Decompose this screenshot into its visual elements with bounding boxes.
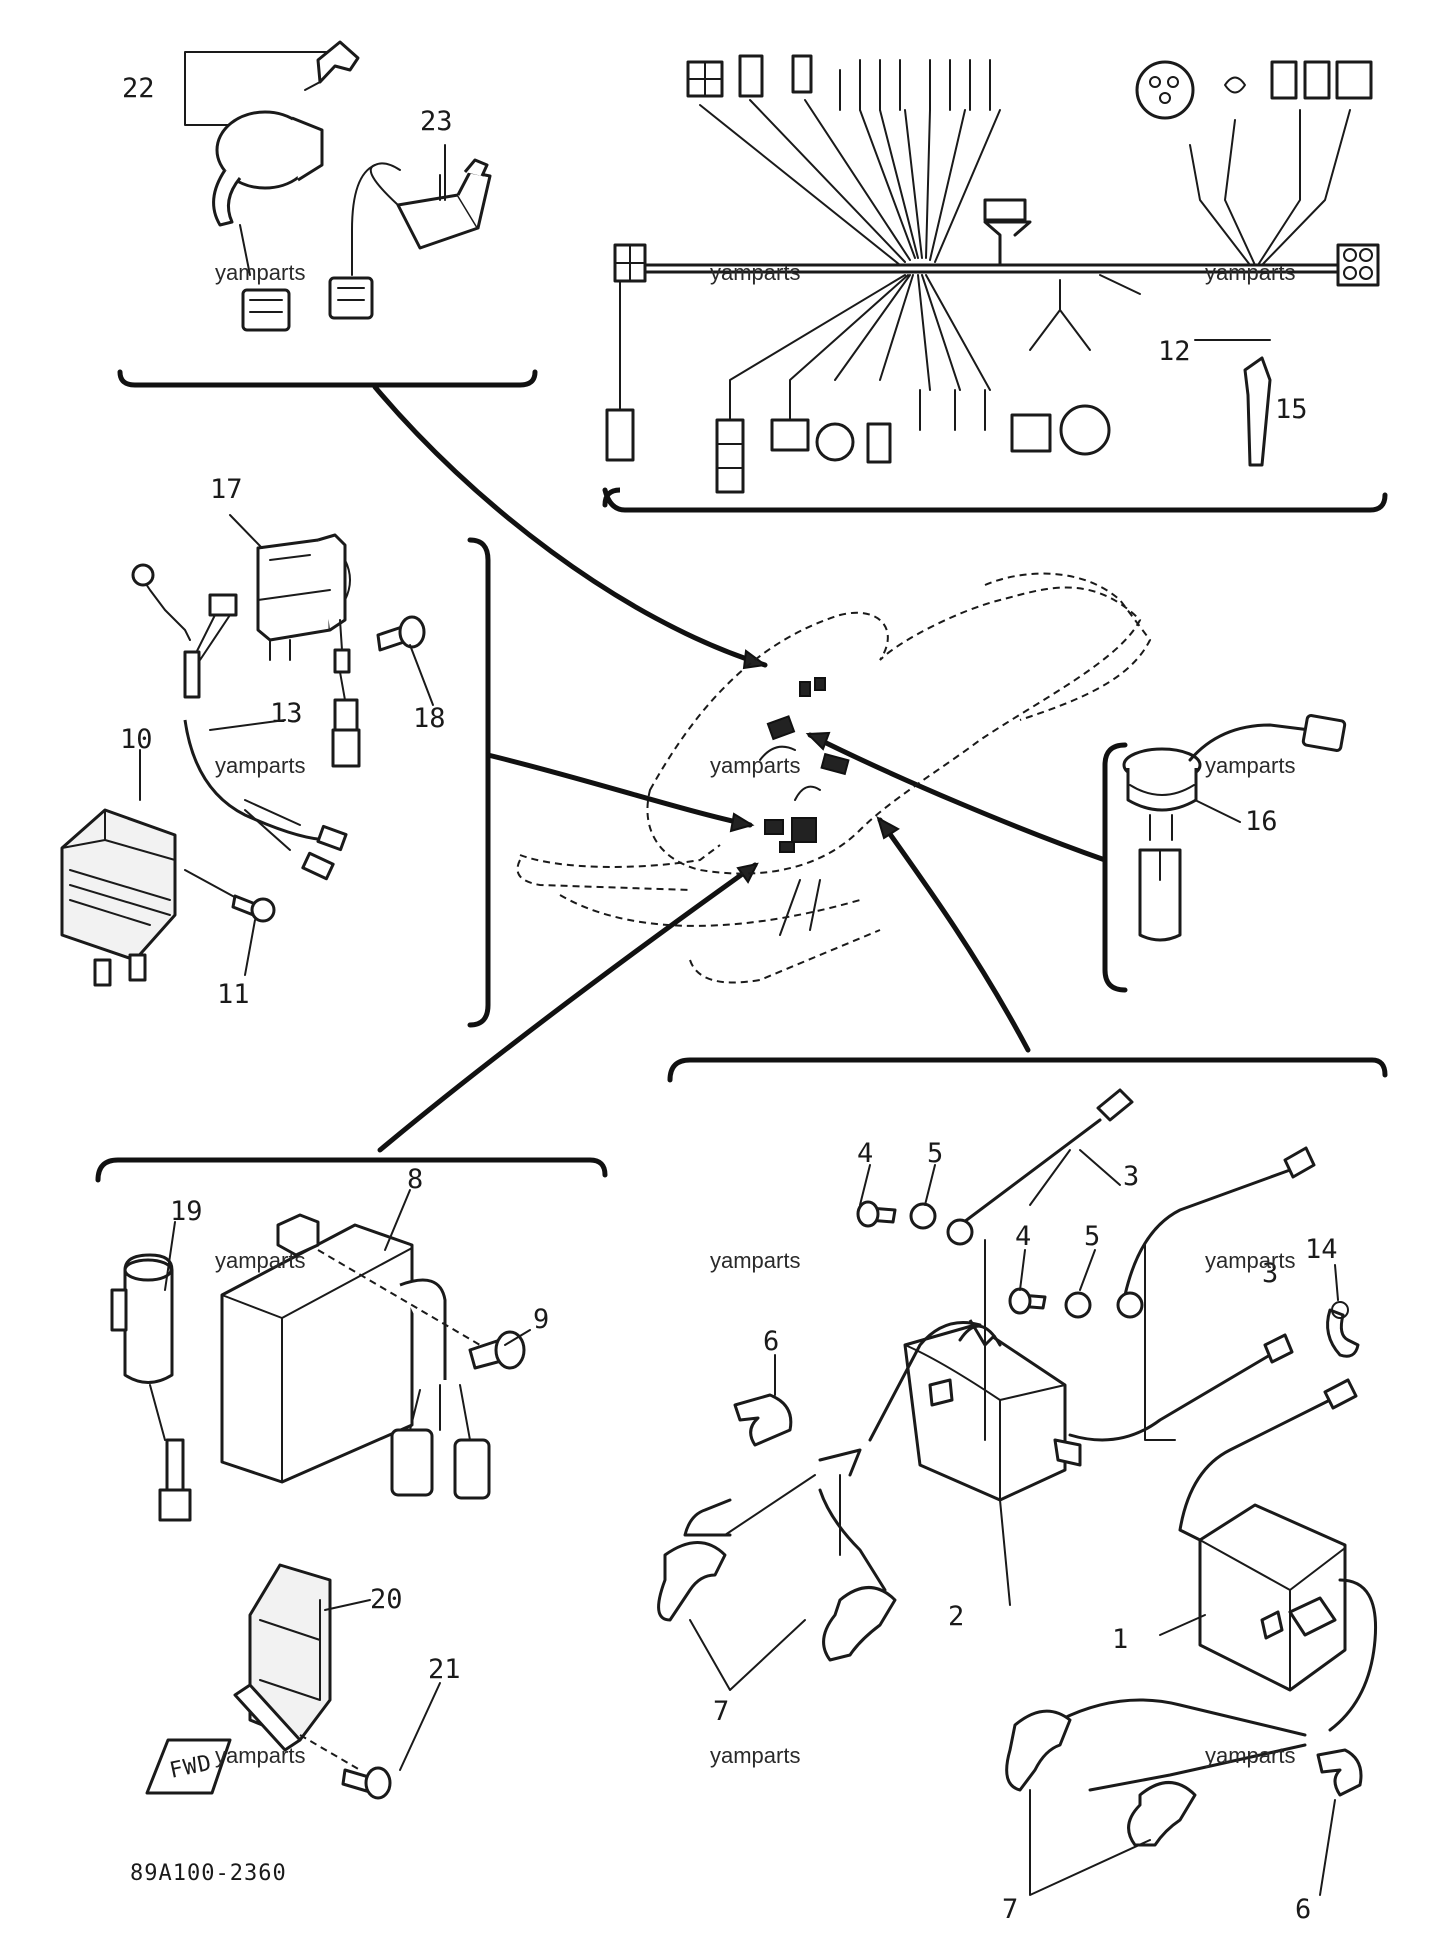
callout-3a: 3	[1123, 1161, 1139, 1192]
ignition-coil-1	[1178, 1378, 1378, 1732]
callout-13: 13	[270, 698, 303, 729]
clamp-14	[1326, 1301, 1360, 1358]
hv-lead-3b	[1116, 1146, 1316, 1319]
callout-pointers	[139, 144, 1339, 1896]
fuel-sender-16	[1122, 714, 1347, 942]
callout-18: 18	[413, 703, 446, 734]
watermark: yamparts	[215, 1248, 305, 1273]
washer-5a	[909, 1202, 937, 1230]
watermark: yamparts	[215, 1743, 305, 1768]
watermark: yamparts	[1205, 1248, 1295, 1273]
rectifier-20	[233, 1563, 332, 1752]
harness-13	[131, 563, 348, 881]
ignition-coil-2	[868, 1239, 1294, 1502]
snowmobile-outline	[516, 572, 1152, 984]
washer-5b	[1064, 1291, 1092, 1319]
regulator-10	[60, 808, 177, 987]
clip-6b	[1316, 1748, 1363, 1797]
callout-23: 23	[420, 106, 453, 137]
callout-4a: 4	[857, 1138, 873, 1169]
screw-4b	[1008, 1287, 1047, 1315]
main-switch-22	[184, 40, 360, 332]
callout-4b: 4	[1015, 1221, 1031, 1252]
watermark: yamparts	[1205, 1743, 1295, 1768]
callout-16: 16	[1245, 806, 1278, 837]
callout-17: 17	[210, 474, 243, 505]
fwd-indicator: FWD	[145, 1738, 232, 1795]
screw-4a	[856, 1200, 897, 1228]
bolt-18	[376, 615, 426, 652]
callout-19: 19	[170, 1196, 203, 1227]
watermark: yamparts	[215, 260, 305, 285]
callout-5b: 5	[1084, 1221, 1100, 1252]
cdi-unit-8	[220, 1213, 491, 1500]
callout-22: 22	[122, 73, 155, 104]
callout-1: 1	[1112, 1624, 1128, 1655]
relay-17	[256, 533, 361, 768]
watermark: yamparts	[710, 753, 800, 778]
screw-21	[299, 1734, 392, 1800]
clip-6a	[733, 1393, 793, 1447]
watermark: yamparts	[710, 260, 800, 285]
callout-10: 10	[120, 724, 153, 755]
watermarks: yamparts yamparts yamparts yamparts yamp…	[215, 260, 1295, 1768]
diagram-code: 89A100-2360	[130, 1861, 287, 1886]
watermark: yamparts	[215, 753, 305, 778]
watermark: yamparts	[1205, 260, 1295, 285]
wire-harness-12	[605, 54, 1380, 494]
callout-7a: 7	[713, 1696, 729, 1727]
plug-cap-7a	[657, 1448, 897, 1662]
screw-9	[317, 1249, 526, 1370]
watermark: yamparts	[710, 1248, 800, 1273]
watermark: yamparts	[1205, 753, 1295, 778]
leader-lines	[372, 384, 1108, 1153]
callout-11: 11	[217, 979, 250, 1010]
condenser-19	[110, 1253, 192, 1522]
callout-12: 12	[1158, 336, 1191, 367]
callout-5a: 5	[927, 1138, 943, 1169]
toggle-switch-23	[328, 158, 492, 320]
callout-2: 2	[948, 1601, 964, 1632]
screw-11	[184, 869, 276, 923]
callout-14: 14	[1305, 1234, 1338, 1265]
watermark: yamparts	[710, 1743, 800, 1768]
callout-6b: 6	[1295, 1894, 1311, 1925]
callout-3b: 3	[1262, 1258, 1278, 1289]
hv-lead-3a	[946, 1088, 1134, 1246]
callout-15: 15	[1275, 394, 1308, 425]
callout-20: 20	[370, 1584, 403, 1615]
cable-tie-15	[1243, 356, 1272, 467]
callout-7b: 7	[1002, 1894, 1018, 1925]
callout-9: 9	[533, 1304, 549, 1335]
plug-cap-7b	[1005, 1698, 1307, 1847]
callout-6a: 6	[763, 1326, 779, 1357]
callout-labels: 1 2 3 3 4 4 5 5 6 6 7 7 8 9 10 11 12 13 …	[120, 73, 1338, 1925]
group-brackets	[95, 369, 1388, 1183]
callout-21: 21	[428, 1654, 461, 1685]
callout-8: 8	[407, 1164, 423, 1195]
